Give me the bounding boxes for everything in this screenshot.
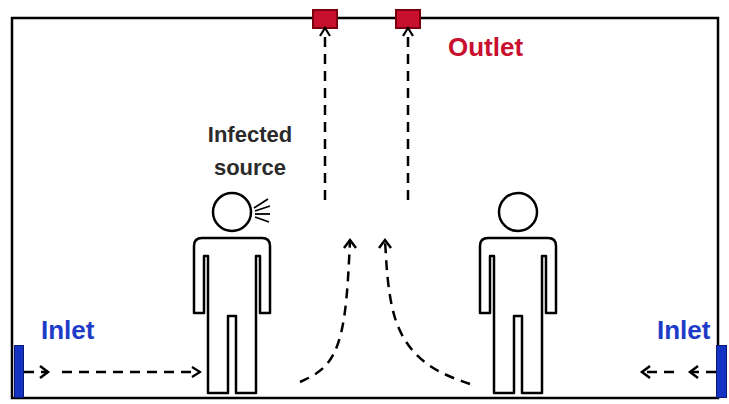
outlet-vent	[396, 10, 420, 28]
node-label: Inlet	[657, 315, 710, 345]
arrowhead	[344, 240, 356, 248]
person-body	[194, 238, 270, 393]
person-head	[213, 193, 251, 231]
airflow-arrow	[300, 28, 350, 382]
person-body	[480, 238, 556, 393]
breath-line	[255, 213, 270, 215]
outlet-vent	[313, 10, 337, 28]
breath-line	[255, 217, 269, 222]
person-head	[499, 193, 537, 231]
node-label: Inlet	[41, 315, 94, 345]
airflow-arrow	[385, 28, 716, 384]
outlet-vent-group: Outlet	[313, 10, 420, 28]
flow-arrowheads	[40, 240, 698, 378]
arrowhead	[642, 366, 650, 378]
node-label: Outlet	[448, 32, 523, 62]
inlet-vent: Inlet	[14, 345, 24, 398]
breath-line	[255, 206, 270, 211]
arrowhead	[40, 366, 48, 378]
inlet-vent: Inlet	[716, 345, 727, 398]
breath-lines	[254, 199, 270, 222]
arrowhead	[379, 240, 391, 248]
infected-person: Infected source	[200, 118, 300, 394]
airflow-arrow	[24, 371, 200, 374]
arrowhead	[690, 366, 698, 378]
node-label: Infected source	[200, 118, 300, 184]
room-outline	[12, 18, 718, 398]
